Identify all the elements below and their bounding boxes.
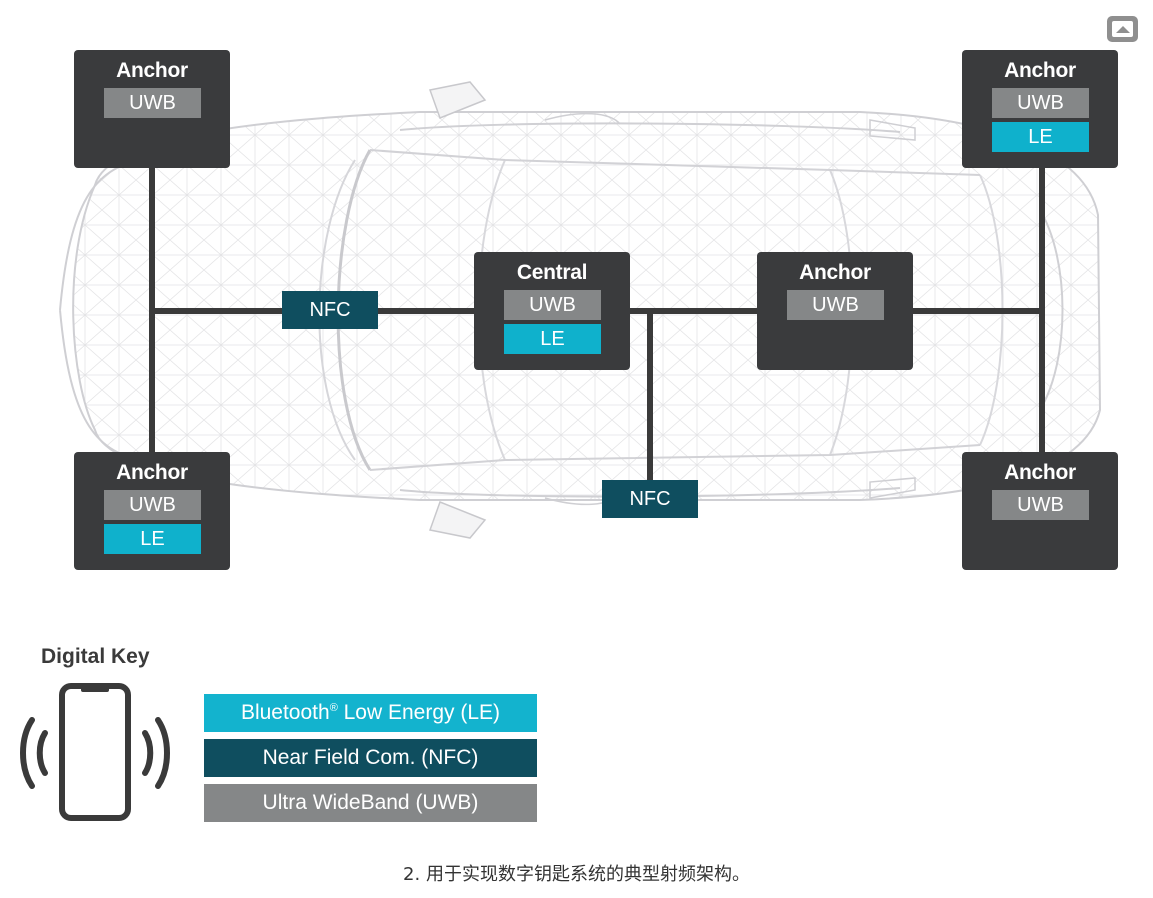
- uwb-chip: UWB: [992, 490, 1089, 520]
- uwb-chip: UWB: [992, 88, 1089, 118]
- central-node: Central UWB LE: [474, 252, 630, 370]
- node-title: Anchor: [1004, 59, 1076, 82]
- uwb-chip: UWB: [787, 290, 884, 320]
- connector-line: [647, 311, 653, 486]
- le-chip: LE: [504, 324, 601, 354]
- figure-caption: 2. 用于实现数字钥匙系统的典型射频架构。: [403, 864, 750, 885]
- node-title: Central: [516, 261, 588, 284]
- anchor-node-top-right: Anchor UWB LE: [962, 50, 1118, 168]
- legend-item-nfc: Near Field Com. (NFC): [204, 739, 537, 777]
- anchor-node-top-left: Anchor UWB: [74, 50, 230, 168]
- nfc-label: NFC: [282, 291, 378, 329]
- uwb-chip: UWB: [104, 490, 201, 520]
- legend-item-uwb: Ultra WideBand (UWB): [204, 784, 537, 822]
- legend-item-le: Bluetooth® Low Energy (LE): [204, 694, 537, 732]
- anchor-node-bottom-left: Anchor UWB LE: [74, 452, 230, 570]
- registered-mark: ®: [329, 702, 338, 714]
- smartphone-signal-icon: [20, 683, 170, 821]
- node-title: Anchor: [1004, 461, 1076, 484]
- anchor-node-bottom-right: Anchor UWB: [962, 452, 1118, 570]
- connector-line: [1039, 160, 1045, 460]
- legend-label: Bluetooth: [240, 701, 330, 724]
- node-title: Anchor: [799, 261, 871, 284]
- node-title: Anchor: [116, 59, 188, 82]
- node-title: Anchor: [116, 461, 188, 484]
- legend-title: Digital Key: [41, 645, 150, 668]
- uwb-chip: UWB: [104, 88, 201, 118]
- le-chip: LE: [992, 122, 1089, 152]
- image-placeholder-icon[interactable]: [1107, 16, 1138, 42]
- le-chip: LE: [104, 524, 201, 554]
- anchor-node-middle: Anchor UWB: [757, 252, 913, 370]
- uwb-chip: UWB: [504, 290, 601, 320]
- legend-label-rest: Low Energy (LE): [337, 701, 501, 724]
- nfc-label: NFC: [602, 480, 698, 518]
